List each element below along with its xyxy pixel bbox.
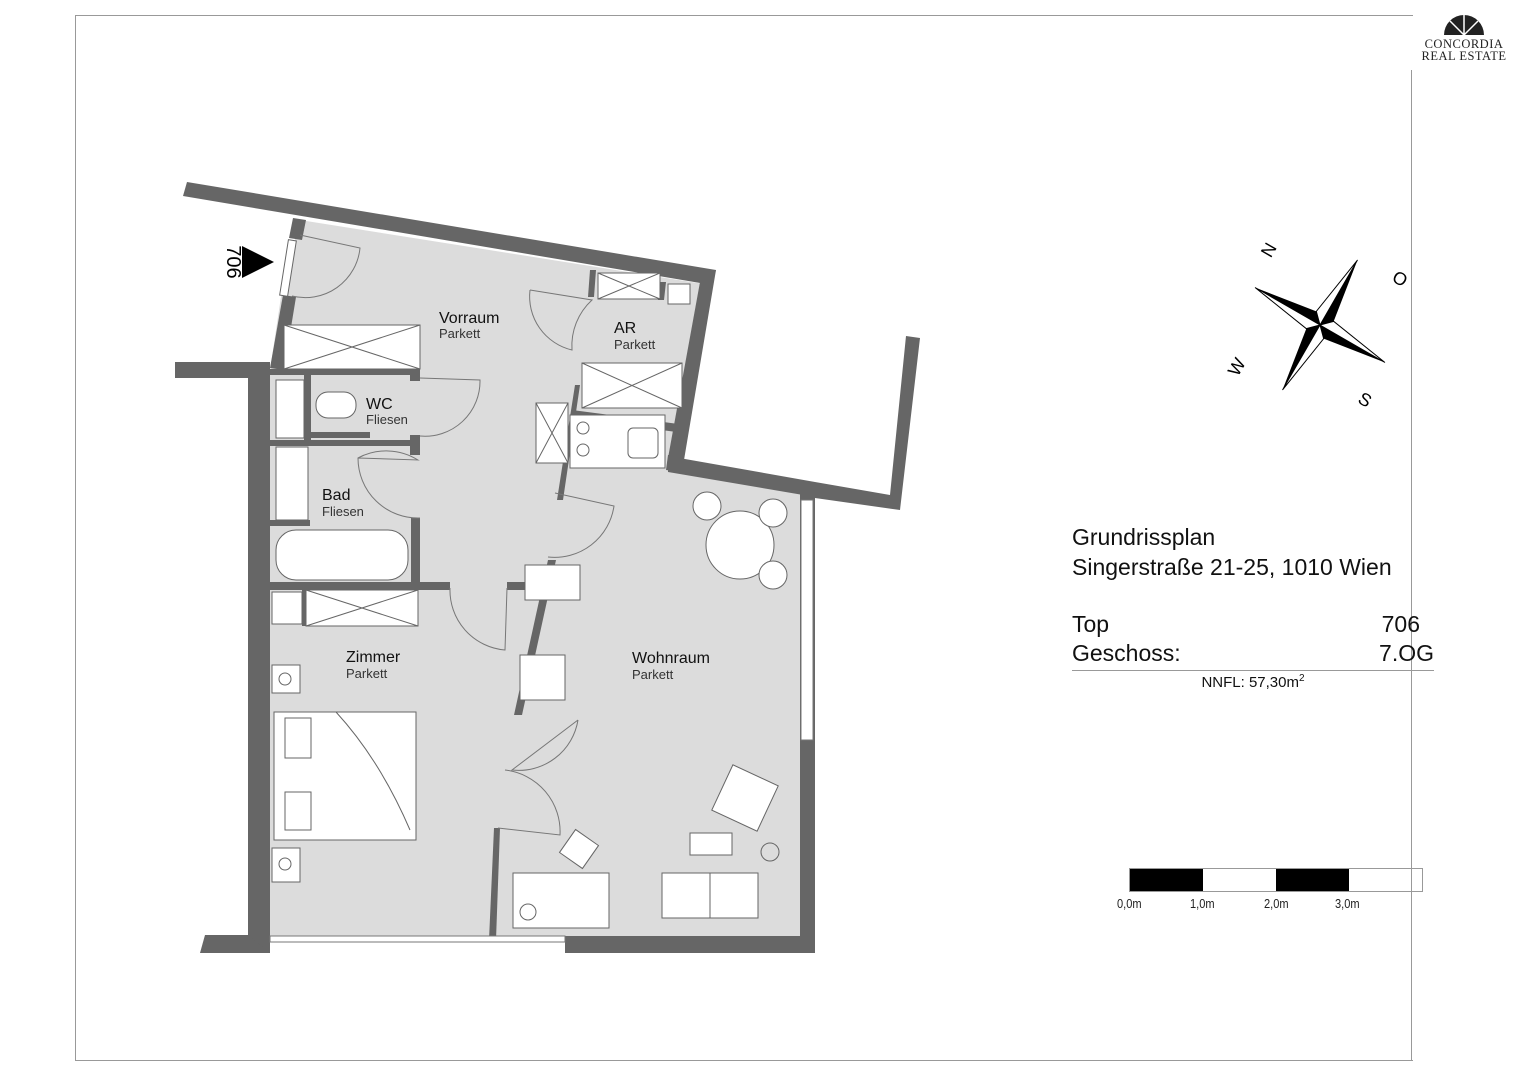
info-divider: [1072, 670, 1434, 671]
logo-line2: REAL ESTATE: [1421, 49, 1507, 63]
top-value: 706: [1381, 611, 1420, 637]
floor-label: Geschoss:: [1072, 640, 1181, 666]
scale-segment: [1276, 869, 1349, 891]
logo-line1: CONCORDIA: [1424, 37, 1504, 51]
plan-title: Grundrissplan: [1072, 524, 1216, 550]
top-row: Top 706: [1072, 610, 1434, 639]
door-swings: [291, 234, 615, 836]
plan-info: Grundrissplan Singerstraße 21-25, 1010 W…: [1072, 522, 1434, 691]
room-floor-wohnraum: Parkett: [632, 667, 674, 682]
room-floor-wc: Fliesen: [366, 412, 408, 427]
scale-label-0: 0,0m: [1117, 896, 1142, 911]
frame-border: [1411, 70, 1412, 1060]
room-floor-bad: Fliesen: [322, 504, 364, 519]
drawing-frame: [75, 15, 1413, 1061]
area-unit-sup: 2: [1298, 673, 1305, 684]
area-label: NNFL: 57,30m: [1201, 674, 1299, 691]
plan-address: Singerstraße 21-25, 1010 Wien: [1072, 554, 1392, 580]
scale-segment: [1203, 869, 1276, 891]
top-label: Top: [1072, 611, 1110, 637]
room-name-vorraum: Vorraum: [439, 310, 499, 327]
scale-segment: [1130, 869, 1203, 891]
floor-value: 7.OG: [1379, 640, 1434, 666]
exterior-walls: [175, 182, 920, 953]
scale-label-1: 1,0m: [1190, 896, 1215, 911]
room-name-bad: Bad: [322, 487, 350, 504]
net-floor-area: NNFL: 57,30m2: [1072, 673, 1434, 691]
compass-o: O: [1389, 267, 1411, 291]
compass-w: W: [1224, 355, 1250, 380]
entrance-arrow-icon: [242, 246, 274, 278]
scale-bar: [1129, 868, 1423, 892]
room-name-wohnraum: Wohnraum: [632, 650, 710, 667]
room-name-zimmer: Zimmer: [346, 649, 401, 666]
room-labels: Vorraum Parkett AR Parkett WC Fliesen Ba…: [322, 310, 710, 682]
room-name-wc: WC: [366, 396, 393, 413]
windows: [269, 499, 814, 943]
floor-row: Geschoss: 7.OG: [1072, 639, 1434, 668]
scale-segment: [1349, 869, 1422, 891]
scale-label-3: 3,0m: [1335, 896, 1360, 911]
compass-rose-icon: [1254, 259, 1386, 391]
furniture: [271, 272, 788, 929]
compass-s: S: [1355, 388, 1375, 411]
logo-fan-icon: [1444, 15, 1484, 36]
room-name-ar: AR: [614, 320, 636, 337]
room-floor-zimmer: Parkett: [346, 666, 388, 681]
entrance-label: 706: [222, 245, 244, 278]
compass-n: N: [1257, 239, 1281, 260]
company-logo: CONCORDIA REAL ESTATE: [1405, 14, 1523, 62]
room-floor-ar: Parkett: [614, 337, 656, 352]
scale-label-2: 2,0m: [1264, 896, 1289, 911]
room-floor-vorraum: Parkett: [439, 326, 481, 341]
entrance-door-frame: [279, 239, 297, 297]
